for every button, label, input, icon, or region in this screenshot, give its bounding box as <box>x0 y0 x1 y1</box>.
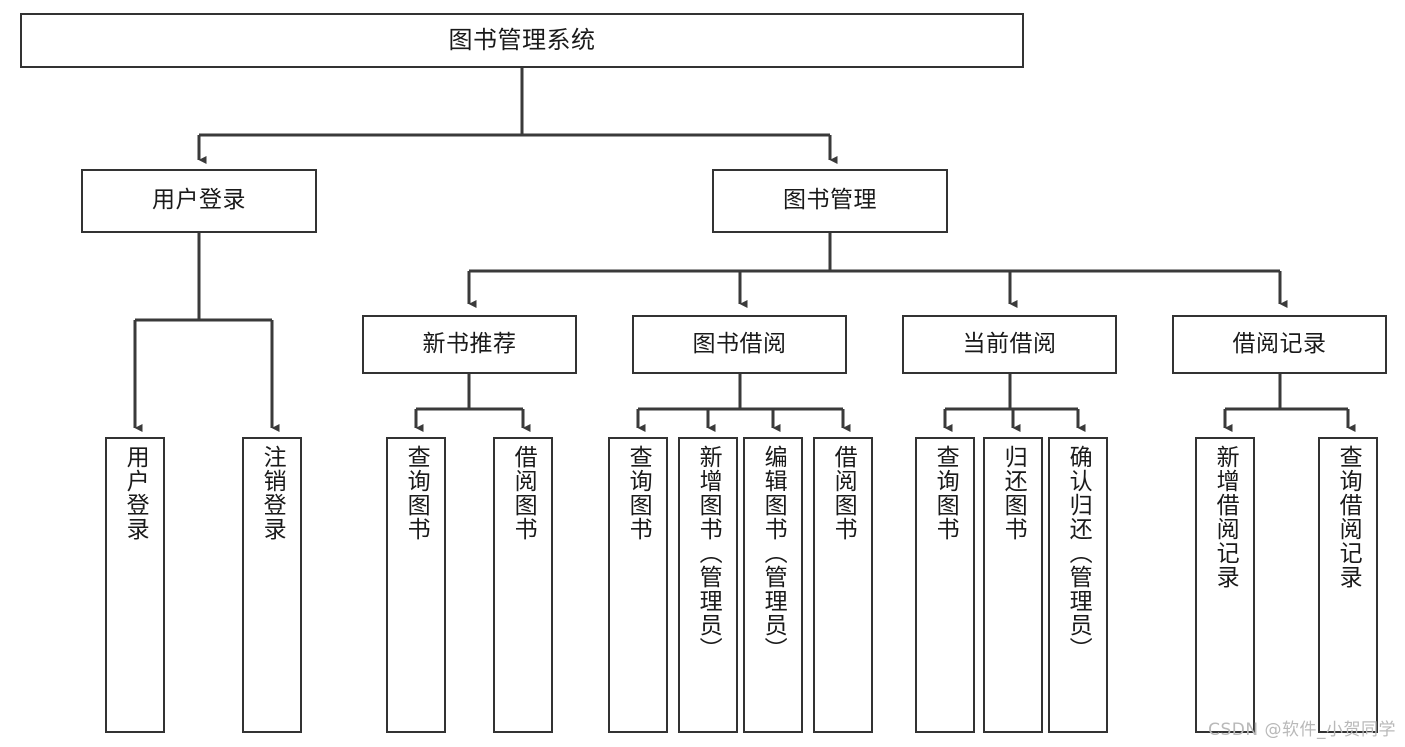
leaf-logout[interactable]: 注销登录 <box>242 437 302 733</box>
node-label: 新增图书（管理员） <box>695 445 722 661</box>
node-book-manage[interactable]: 图书管理 <box>712 169 948 233</box>
leaf-confirm-return-admin[interactable]: 确认归还（管理员） <box>1048 437 1108 733</box>
node-borrow-record[interactable]: 借阅记录 <box>1172 315 1387 374</box>
csdn-watermark: CSDN @软件_小贺同学 <box>1208 720 1396 740</box>
node-label: 新增借阅记录 <box>1212 445 1239 589</box>
node-label: 当前借阅 <box>962 330 1057 357</box>
node-label: 查询借阅记录 <box>1335 445 1362 589</box>
leaf-query-borrow-record[interactable]: 查询借阅记录 <box>1318 437 1378 733</box>
leaf-borrow-book-recommend[interactable]: 借阅图书 <box>493 437 553 733</box>
leaf-edit-book-admin[interactable]: 编辑图书（管理员） <box>743 437 803 733</box>
node-new-book-recommend[interactable]: 新书推荐 <box>362 315 577 374</box>
node-label: 编辑图书（管理员） <box>760 445 787 661</box>
leaf-add-borrow-record[interactable]: 新增借阅记录 <box>1195 437 1255 733</box>
node-label: 借阅图书 <box>510 445 537 541</box>
node-label: 用户登录 <box>152 187 246 214</box>
node-user-login[interactable]: 用户登录 <box>81 169 317 233</box>
leaf-user-login[interactable]: 用户登录 <box>105 437 165 733</box>
leaf-query-book-current[interactable]: 查询图书 <box>915 437 975 733</box>
node-label: 注销登录 <box>259 445 286 541</box>
node-label: 确认归还（管理员） <box>1065 445 1092 661</box>
leaf-query-book-recommend[interactable]: 查询图书 <box>386 437 446 733</box>
leaf-add-book-admin[interactable]: 新增图书（管理员） <box>678 437 738 733</box>
node-label: 查询图书 <box>625 445 652 541</box>
node-current-borrow[interactable]: 当前借阅 <box>902 315 1117 374</box>
node-label: 图书管理 <box>783 187 877 214</box>
node-label: 图书借阅 <box>692 330 787 357</box>
node-label: 查询图书 <box>932 445 959 541</box>
leaf-return-book[interactable]: 归还图书 <box>983 437 1043 733</box>
node-label: 归还图书 <box>1000 445 1027 541</box>
leaf-query-book-borrow[interactable]: 查询图书 <box>608 437 668 733</box>
node-label: 查询图书 <box>403 445 430 541</box>
node-label: 用户登录 <box>122 445 149 541</box>
node-root-system[interactable]: 图书管理系统 <box>20 13 1024 68</box>
node-label: 借阅记录 <box>1232 330 1327 357</box>
node-label: 新书推荐 <box>422 330 517 357</box>
leaf-borrow-book[interactable]: 借阅图书 <box>813 437 873 733</box>
node-label: 图书管理系统 <box>448 26 596 55</box>
node-book-borrow[interactable]: 图书借阅 <box>632 315 847 374</box>
node-label: 借阅图书 <box>830 445 857 541</box>
